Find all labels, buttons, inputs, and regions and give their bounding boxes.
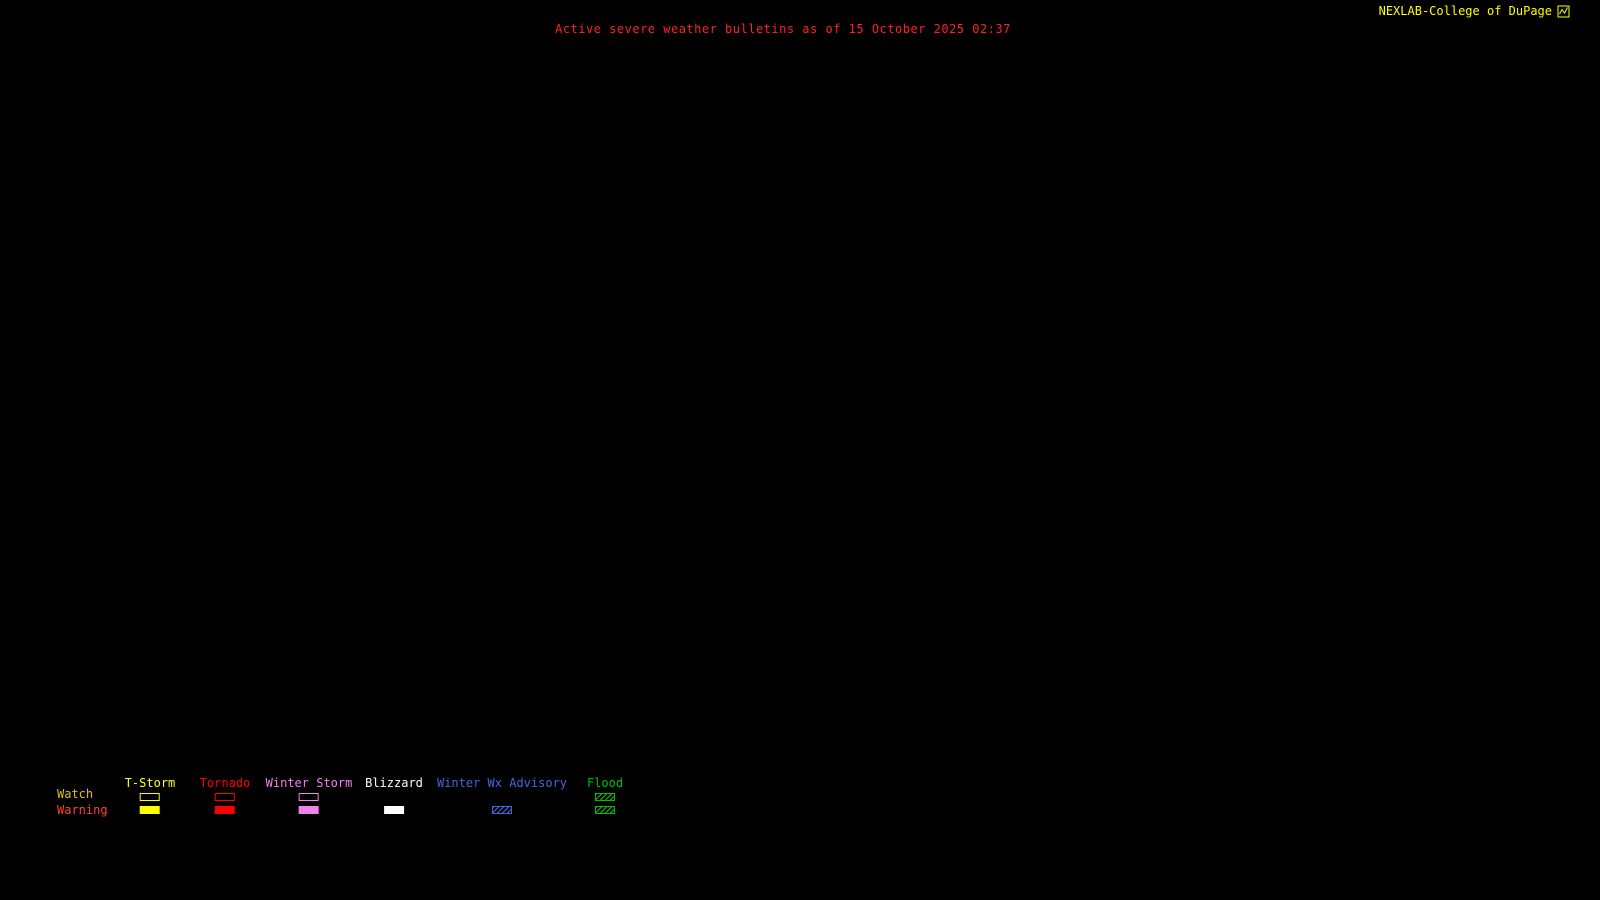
- legend-row-label-warning: Warning: [57, 803, 108, 817]
- brand-label: NEXLAB-College of DuPage: [1378, 4, 1552, 18]
- warning-swatch: [214, 806, 235, 814]
- legend-col-winter-storm: Winter Storm: [265, 776, 353, 814]
- warning-swatch: [595, 806, 615, 814]
- warning-swatch: [383, 806, 404, 814]
- legend-column-label: Blizzard: [365, 776, 423, 790]
- legend-column-label: T-Storm: [124, 776, 176, 790]
- watch-swatch: [298, 793, 319, 801]
- legend-col-t-storm: T-Storm: [124, 776, 176, 814]
- watch-swatch: [214, 793, 235, 801]
- legend-col-flood: Flood: [587, 776, 623, 814]
- legend: Watch Warning T-Storm Tornado Winter Sto…: [0, 776, 1600, 824]
- legend-col-blizzard: Blizzard: [365, 776, 423, 814]
- legend-column-label: Winter Storm: [265, 776, 353, 790]
- legend-col-tornado: Tornado: [199, 776, 251, 814]
- nexlab-logo-icon: [1557, 5, 1570, 18]
- legend-column-label: Tornado: [199, 776, 251, 790]
- bulletin-title: Active severe weather bulletins as of 15…: [555, 22, 1011, 36]
- warning-swatch: [298, 806, 319, 814]
- legend-column-label: Winter Wx Advisory: [436, 776, 568, 790]
- legend-columns: T-Storm Tornado Winter Storm Blizzard Wi…: [0, 776, 1600, 824]
- warning-swatch: [491, 806, 512, 814]
- brand: NEXLAB-College of DuPage: [1379, 4, 1570, 18]
- warning-swatch: [139, 806, 160, 814]
- legend-col-winter-wx-advisory: Winter Wx Advisory: [437, 776, 567, 814]
- legend-row-label-watch: Watch: [57, 787, 94, 801]
- watch-swatch: [139, 793, 160, 801]
- watch-swatch: [595, 793, 615, 801]
- legend-column-label: Flood: [586, 776, 624, 790]
